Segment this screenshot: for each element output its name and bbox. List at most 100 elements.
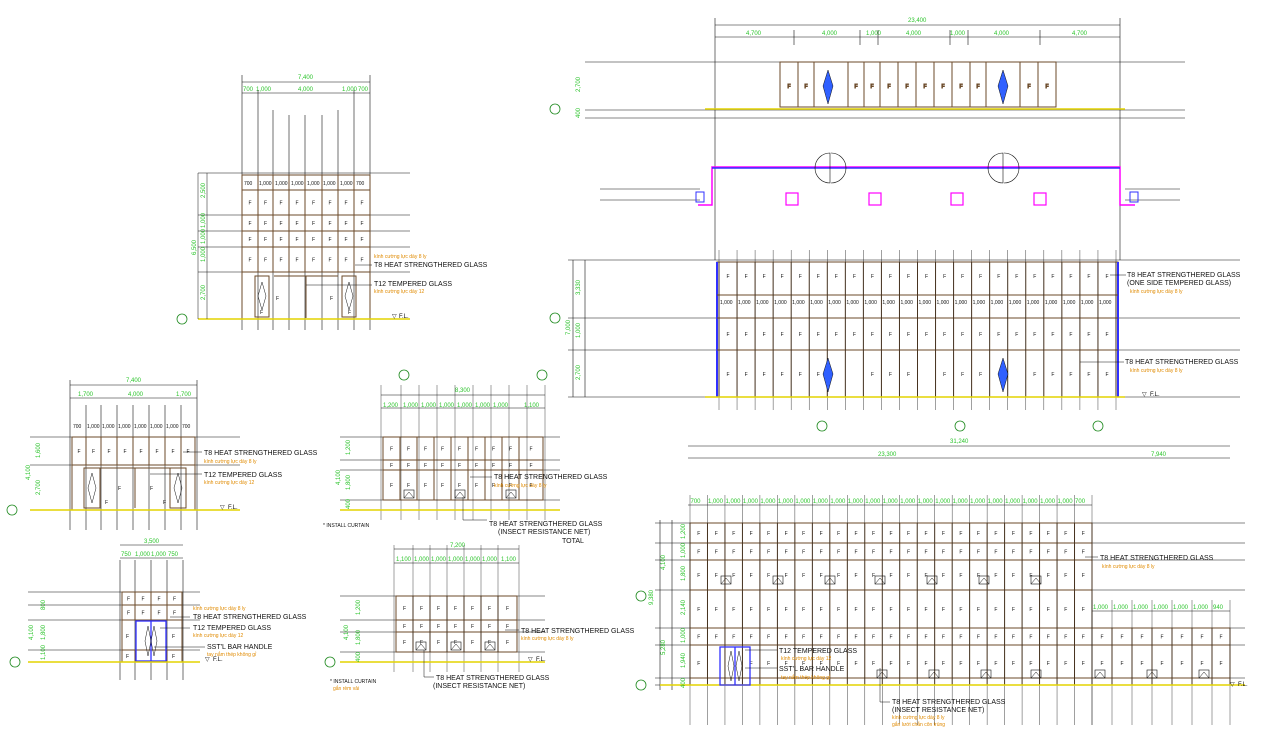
insect-net-panel (454, 489, 466, 499)
panel-marker: F (994, 635, 997, 641)
fl-marker: ▽ (392, 314, 397, 320)
note-insect-glass: T8 HEAT STRENGTHERED GLASS (489, 521, 603, 528)
cell-dim: 1,000 (900, 499, 916, 505)
left-dim: 2,140 (681, 599, 687, 615)
note-insect-net: (INSECT RESISTANCE NET) (498, 529, 590, 536)
panel-marker: F (979, 332, 982, 338)
panel-marker: F (163, 500, 166, 506)
panel-marker: F (745, 332, 748, 338)
cell-dim: 1,000 (493, 403, 509, 409)
cell-dim: 1,000 (259, 181, 272, 187)
panel-marker: F (942, 531, 945, 537)
panel-marker: F (961, 332, 964, 338)
panel-marker: F (348, 310, 351, 316)
panel-marker: F (697, 531, 700, 537)
left-dim: 1,940 (681, 652, 687, 668)
panel-marker: F (390, 447, 393, 453)
panel-marker: F (907, 573, 910, 579)
panel-marker: F (1069, 372, 1072, 378)
panel-marker: F (994, 573, 997, 579)
insect-net-panel (980, 669, 992, 679)
panel-marker: F (871, 274, 874, 280)
panel-marker: F (280, 237, 283, 243)
note-sub: kính cường lực dày 12 (781, 656, 831, 662)
note-tempered-glass: T12 TEMPERED GLASS (193, 625, 271, 632)
panel-marker: F (1029, 550, 1032, 556)
cell-dim: 1,000 (150, 424, 163, 430)
dim-overall: 8,300 (455, 388, 471, 394)
left-dim: 2,700 (576, 76, 582, 92)
left-dim: 2,500 (201, 182, 207, 198)
panel-marker: F (1082, 531, 1085, 537)
panel-marker: F (329, 201, 332, 207)
cell-dim: 700 (356, 181, 365, 187)
panel-marker: F (1105, 332, 1108, 338)
panel-marker: F (907, 661, 910, 667)
panel-marker: F (488, 624, 491, 630)
panel-marker: F (1064, 573, 1067, 579)
left-dim: 400 (356, 651, 362, 662)
left-dim: 1,600 (36, 442, 42, 458)
panel-marker: F (906, 84, 909, 90)
cell-dim: 1,000 (403, 403, 419, 409)
panel-marker: F (108, 449, 111, 455)
panel-marker: F (1029, 531, 1032, 537)
insect-net-panel (720, 575, 732, 585)
dim-4: 1,000 (342, 87, 358, 93)
left-total: 4,100 (661, 554, 667, 570)
note-sub: kính cường lực dày 8 ly (892, 715, 945, 721)
panel-marker: F (1082, 635, 1085, 641)
cell-dim: 1,000 (87, 424, 100, 430)
cell-dim: 1,000 (1040, 499, 1056, 505)
panel-marker: F (835, 274, 838, 280)
panel-marker: F (871, 372, 874, 378)
panel-marker: F (732, 607, 735, 613)
panel-marker: F (942, 84, 945, 90)
panel-marker: F (1012, 661, 1015, 667)
dim: 4,700 (746, 31, 762, 37)
cell-dim: 1,000 (448, 557, 464, 563)
note-sub: kính cường lực dày 8 ly (374, 254, 427, 260)
panel-marker: F (855, 84, 858, 90)
panel-marker: F (802, 661, 805, 667)
dim: 4,000 (994, 31, 1010, 37)
panel-marker: F (276, 296, 279, 302)
panel-marker: F (296, 201, 299, 207)
cell-dim: 1,000 (151, 552, 167, 558)
panel-marker: F (942, 573, 945, 579)
panel-marker: F (1105, 274, 1108, 280)
panel-marker: F (280, 201, 283, 207)
panel-marker: F (820, 550, 823, 556)
panel-marker: F (817, 372, 820, 378)
panel-marker: F (78, 449, 81, 455)
panel-marker: F (1029, 635, 1032, 641)
panel-marker: F (1033, 332, 1036, 338)
panel-marker: F (872, 607, 875, 613)
panel-marker: F (750, 607, 753, 613)
fl-marker: ▽ (205, 657, 210, 663)
insect-net-panel (1146, 669, 1158, 679)
left-dim: 1,000 (681, 542, 687, 558)
panel-marker: F (715, 550, 718, 556)
panel-marker: F (855, 573, 858, 579)
cell-dim: 1,000 (118, 424, 131, 430)
cell-dim: 1,000 (431, 557, 447, 563)
panel-marker: F (1101, 635, 1104, 641)
grid-bubble (176, 313, 188, 325)
dim: 4,000 (822, 31, 838, 37)
panel-marker: F (280, 258, 283, 264)
grid-bubble (398, 369, 410, 381)
panel-marker: F (296, 258, 299, 264)
panel-marker: F (767, 607, 770, 613)
fl-label: F.L. (536, 657, 546, 663)
panel-marker: F (788, 84, 791, 90)
cell-dim: 1,000 (720, 300, 733, 306)
cell-dim: 1,000 (919, 300, 932, 306)
panel-marker: F (977, 550, 980, 556)
panel-marker: F (1012, 573, 1015, 579)
panel-marker: F (781, 372, 784, 378)
panel-marker: F (1087, 274, 1090, 280)
panel-marker: F (260, 310, 263, 316)
cell-dim: 750 (121, 552, 132, 558)
panel-marker: F (509, 447, 512, 453)
